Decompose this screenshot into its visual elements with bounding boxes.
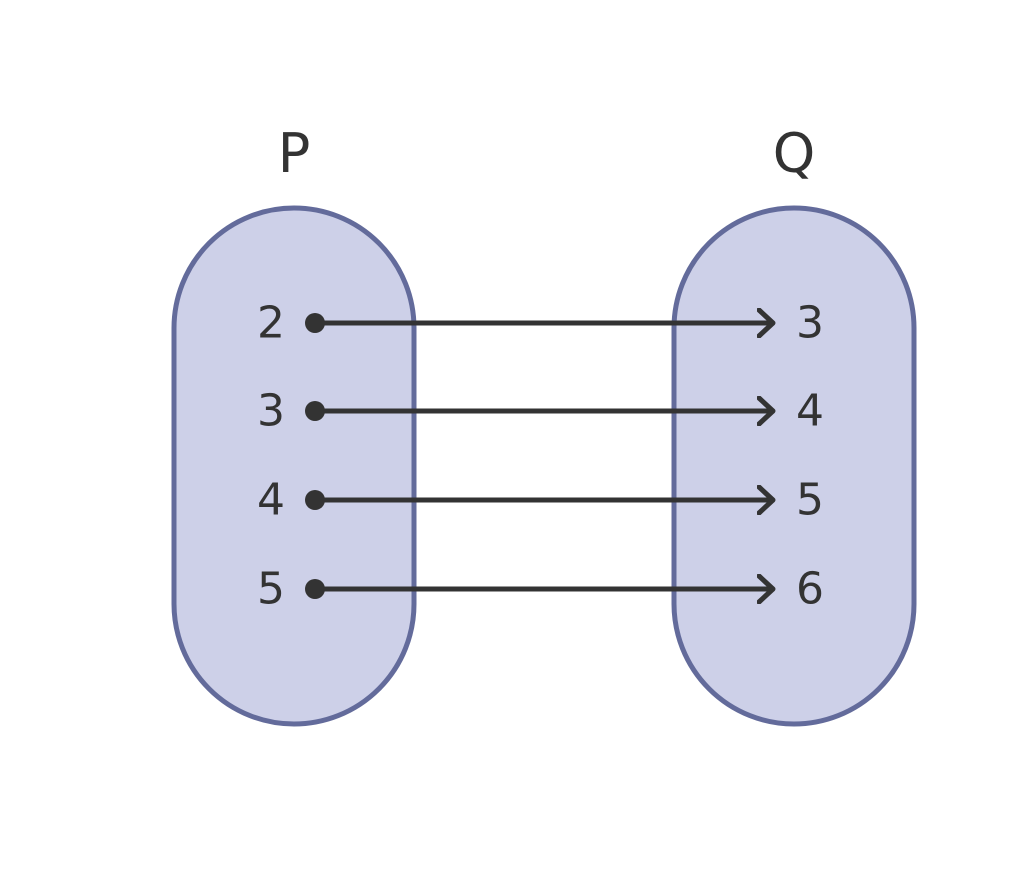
set-p-shape	[171, 205, 417, 727]
set-q-element: 6	[796, 564, 824, 615]
set-q: Q 3 4 5 6	[671, 122, 917, 727]
arrow-origin-dot	[305, 490, 325, 510]
set-p: P 2 3 4 5	[171, 122, 417, 727]
set-p-element: 5	[257, 564, 285, 615]
set-q-element: 3	[796, 298, 824, 349]
set-q-title: Q	[773, 122, 816, 185]
set-q-element: 4	[796, 386, 824, 437]
set-p-element: 2	[257, 298, 285, 349]
set-q-element: 5	[796, 475, 824, 526]
set-p-element: 4	[257, 475, 285, 526]
set-p-element: 3	[257, 386, 285, 437]
arrow-origin-dot	[305, 579, 325, 599]
set-q-shape	[671, 205, 917, 727]
mapping-arrows	[305, 313, 773, 599]
set-p-title: P	[278, 122, 311, 185]
arrow-origin-dot	[305, 401, 325, 421]
arrow-origin-dot	[305, 313, 325, 333]
